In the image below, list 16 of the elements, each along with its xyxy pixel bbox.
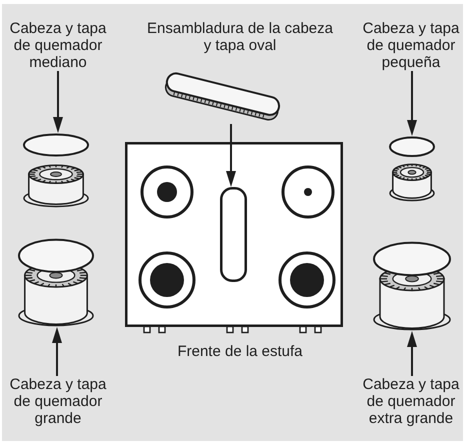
burner-drawing bbox=[17, 238, 95, 327]
callout-label: Cabeza y tapa de quemador mediano bbox=[6, 20, 110, 71]
front-label: Frente de la estufa bbox=[176, 343, 304, 360]
burner-drawing bbox=[388, 136, 436, 202]
leader-arrow bbox=[52, 327, 62, 376]
leader-arrow bbox=[407, 331, 417, 376]
callout-label: Cabeza y tapa de quemador grande bbox=[6, 376, 110, 427]
callout-label: Ensambladura de la cabeza y tapa oval bbox=[146, 20, 334, 54]
leader-arrow bbox=[226, 124, 236, 187]
burner-drawing bbox=[372, 241, 452, 331]
callout-label: Cabeza y tapa de quemador pequeña bbox=[359, 20, 463, 71]
burner-drawing bbox=[22, 133, 90, 208]
leader-arrow bbox=[407, 71, 417, 136]
leader-arrow bbox=[53, 71, 63, 133]
callout-label: Cabeza y tapa de quemador extra grande bbox=[359, 376, 463, 427]
oval-burner-slot bbox=[220, 187, 247, 282]
